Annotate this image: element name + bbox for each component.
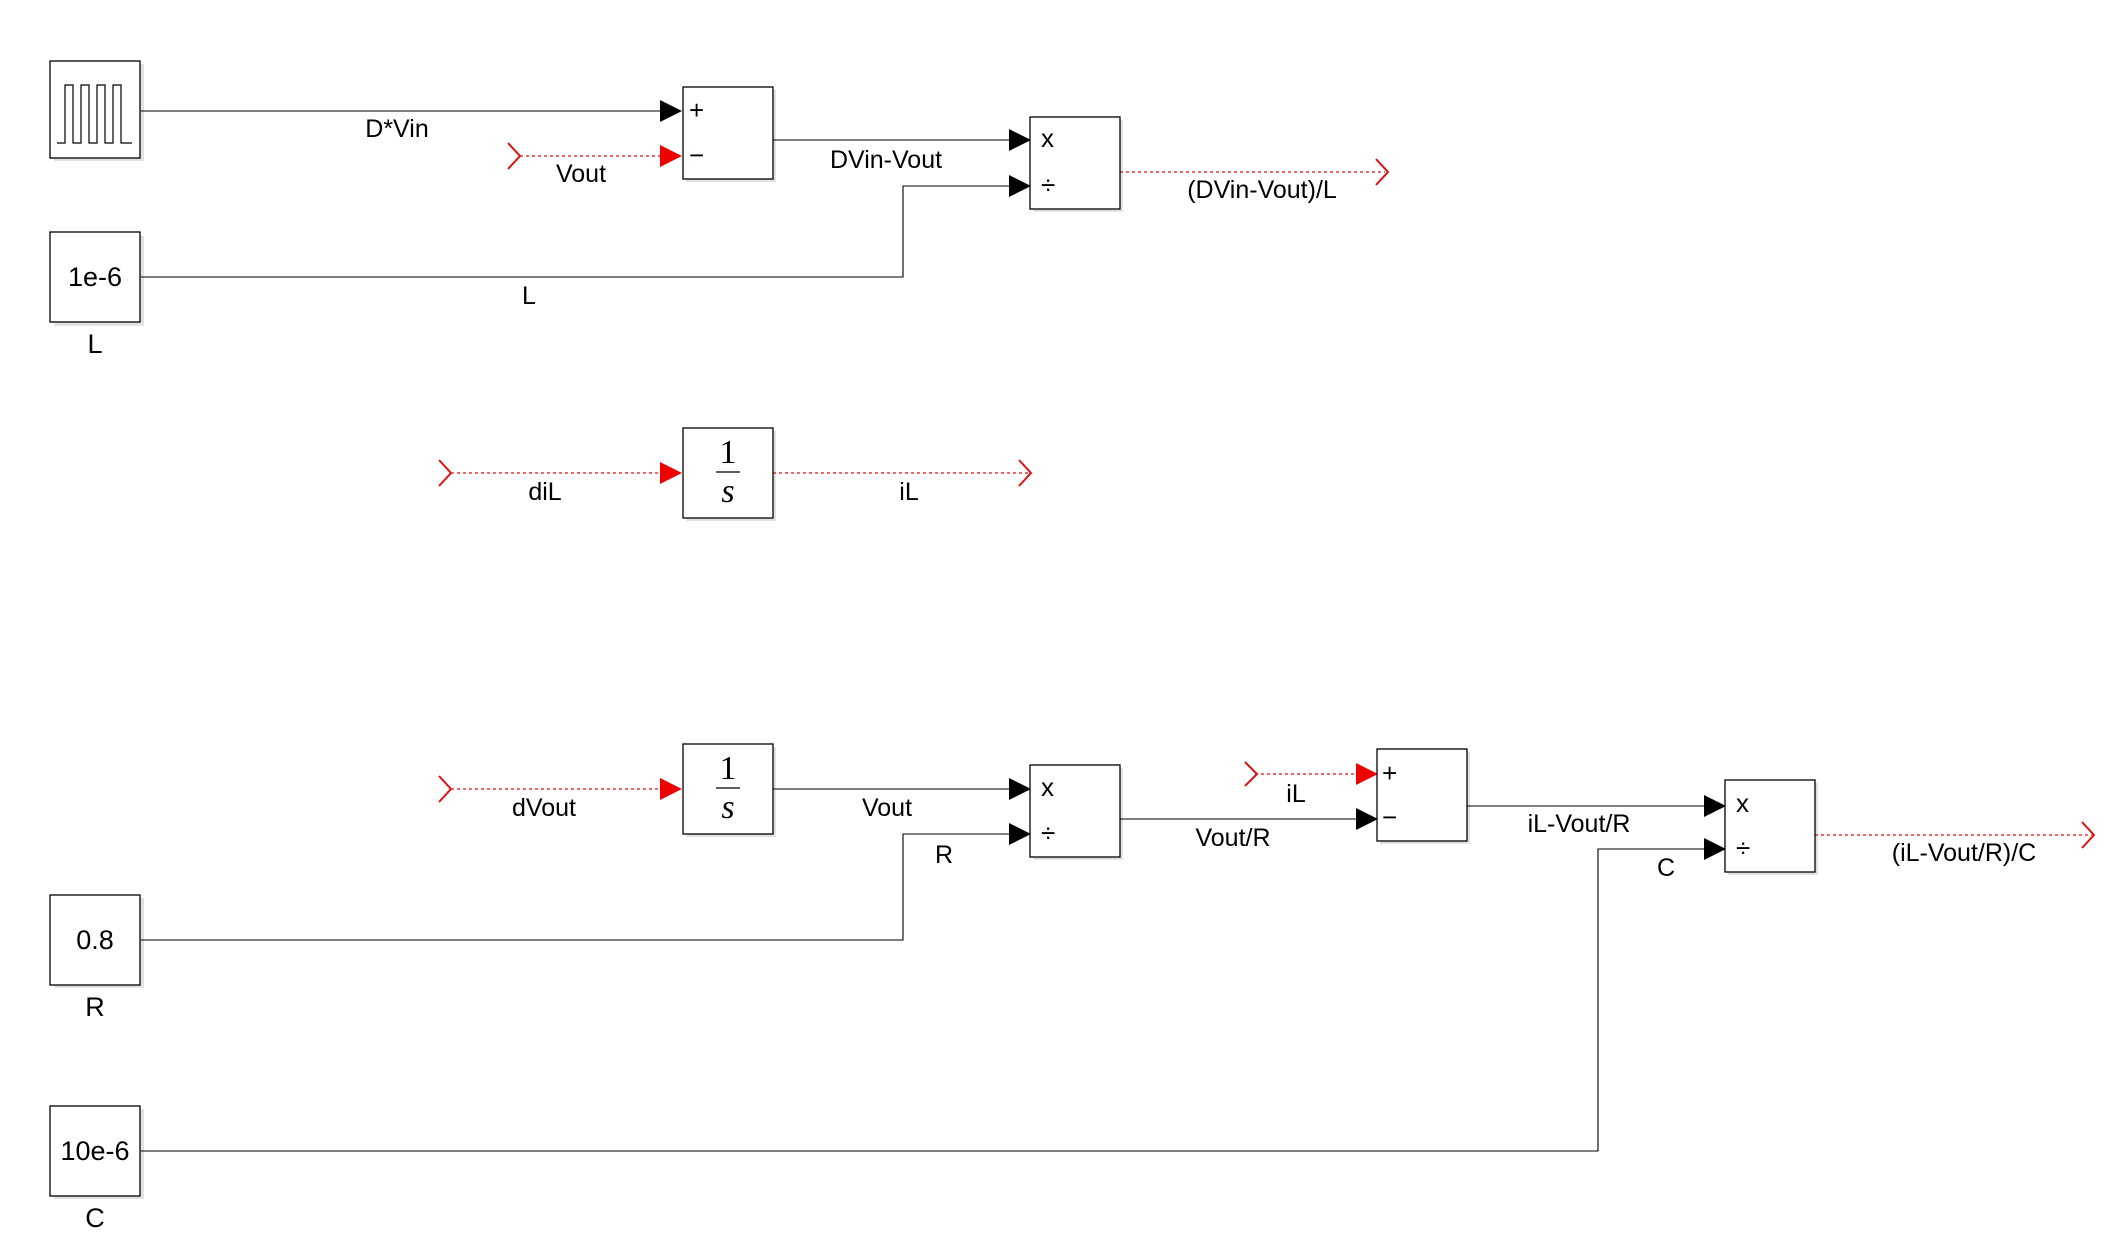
signal-label-dvin: D*Vin [365,115,428,143]
integrator2-numerator: 1 [720,750,737,787]
product3-port-divide: ÷ [1736,833,1750,863]
product1-port-multiply: x [1041,123,1054,153]
product3-block[interactable]: x ÷ [1724,779,1816,873]
signal-label-dvin-vout-over-l: (DVin-Vout)/L [1187,176,1337,204]
sum1-port-minus: − [689,140,704,170]
arrow-sum1-minus [660,145,682,167]
pulse-wave-icon [57,84,132,144]
signal-label-dvout: dVout [512,794,576,822]
arrow-heads [660,100,1726,860]
product2-block[interactable]: x ÷ [1029,764,1121,858]
constant-l-value: 1e-6 [68,262,122,292]
integrator2-block[interactable]: 1 s [682,743,774,835]
pulse-generator-block[interactable] [49,60,141,159]
from-dvout-chevron [438,775,453,803]
constant-c-block[interactable]: 10e-6 [49,1105,141,1197]
sum2-port-minus: − [1382,802,1397,832]
arrow-sum2-plus [1356,763,1378,785]
signal-wires [141,110,1707,1152]
constant-l-name: L [87,329,102,359]
block-shadows [54,64,1818,1199]
sum1-block[interactable]: + − [682,86,774,180]
arrow-product2-div [1009,823,1031,845]
arrow-product1-div [1009,175,1031,197]
sum2-block[interactable]: + − [1376,748,1468,842]
product3-port-multiply: x [1736,788,1749,818]
arrow-sum1-plus [660,100,682,122]
arrow-product3-x [1704,795,1726,817]
arrow-integrator2-in [660,778,682,800]
signal-label-vout-from: Vout [556,160,606,188]
signal-label-result: (iL-Vout/R)/C [1892,839,2036,867]
from-dil-chevron [438,459,453,487]
signal-label-l: L [522,282,536,310]
wire-c [141,848,1707,1152]
signal-labels: D*Vin Vout DVin-Vout (DVin-Vout)/L L diL… [365,115,2036,882]
constant-c-name: C [85,1203,105,1233]
arrow-sum2-minus [1356,808,1378,830]
constant-c-value: 10e-6 [60,1136,129,1166]
product2-port-divide: ÷ [1041,818,1055,848]
wire-l [141,185,1012,278]
signal-label-il-minus-vout-r: iL-Vout/R [1528,810,1631,838]
signal-label-dvin-vout: DVin-Vout [830,146,942,174]
signal-label-c: C [1657,854,1675,882]
product1-block[interactable]: x ÷ [1029,116,1121,210]
signal-label-vout-over-r: Vout/R [1195,824,1270,852]
product1-port-divide: ÷ [1041,170,1055,200]
integrator1-denominator: s [721,473,734,510]
sum1-port-plus: + [689,95,704,125]
from-il-chevron [1244,761,1259,787]
integrator1-numerator: 1 [720,434,737,471]
product2-port-multiply: x [1041,772,1054,802]
goto-result-chevron [2081,821,2096,849]
signal-label-vout: Vout [862,794,912,822]
arrow-product1-x [1009,129,1031,151]
wire-r [141,833,1012,941]
from-vout-chevron [507,142,522,170]
goto-dvin-vout-l-chevron [1375,158,1390,186]
goto-wires [451,155,2092,836]
goto-il-chevron [1018,459,1033,487]
signal-label-il-in: iL [1286,780,1306,808]
constant-r-block[interactable]: 0.8 [49,894,141,986]
constant-r-name: R [85,992,105,1022]
goto-chevrons [438,142,2096,849]
constant-l-block[interactable]: 1e-6 [49,231,141,323]
integrator1-block[interactable]: 1 s [682,427,774,519]
arrow-integrator1-in [660,462,682,484]
arrow-product3-div [1704,838,1726,860]
sum2-port-plus: + [1382,758,1397,788]
integrator2-denominator: s [721,789,734,826]
signal-label-dil: diL [528,478,561,506]
constant-r-value: 0.8 [76,925,114,955]
signal-label-r: R [935,841,953,869]
signal-label-il-out: iL [899,478,919,506]
arrow-product2-x [1009,778,1031,800]
